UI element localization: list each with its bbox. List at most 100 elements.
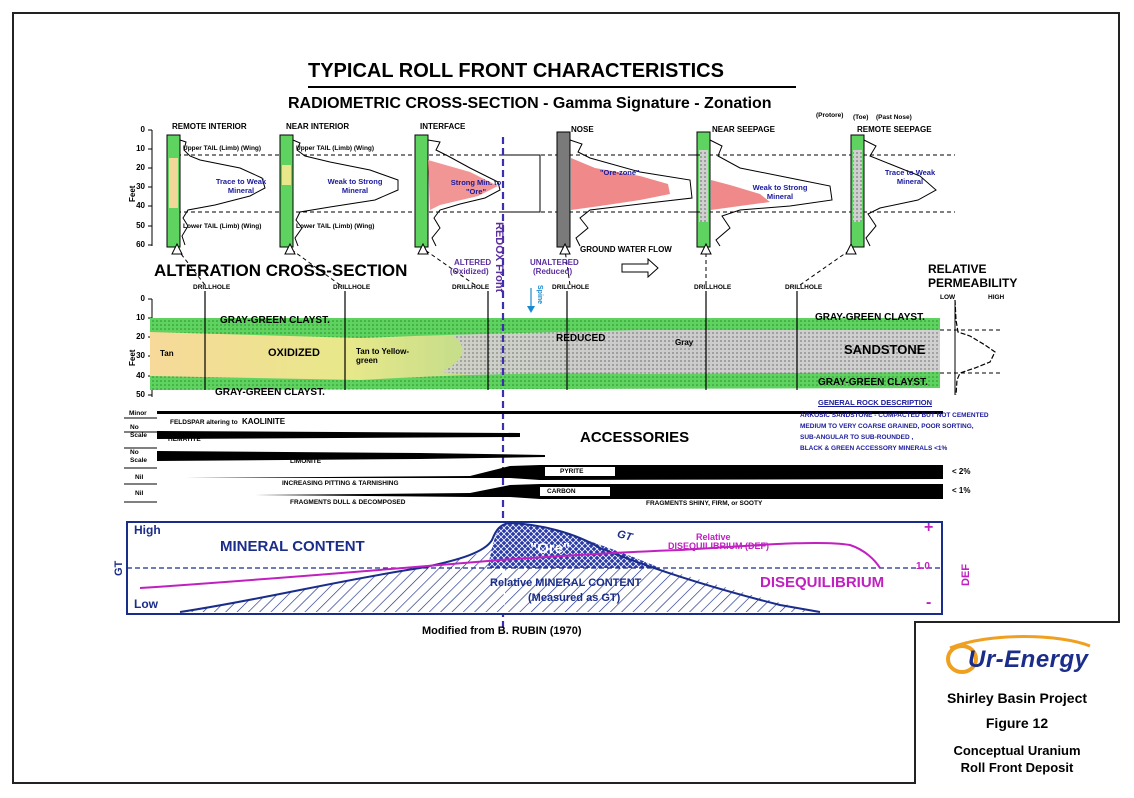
upper-tail-1: Upper TAIL (Limb) (Wing) bbox=[183, 145, 262, 152]
drillhole-label-6: DRILLHOLE bbox=[785, 284, 823, 291]
trace-to-weak-2-label: Trace to Weak Mineral bbox=[884, 168, 936, 186]
weak-to-strong-label: Weak to Strong Mineral bbox=[327, 177, 383, 195]
upper-tail-2: Upper TAIL (Limb) (Wing) bbox=[296, 145, 375, 152]
unaltered-label: UNALTERED bbox=[530, 258, 579, 267]
relative-def-label-2: DISEQUILIBRIUM (DEF) bbox=[668, 541, 769, 551]
redox-front-label: REDOX Front bbox=[493, 222, 505, 293]
relative-permeability-label: RELATIVE PERMEABILITY bbox=[928, 262, 1018, 290]
toe-label: (Toe) bbox=[853, 114, 869, 121]
def-axis-label: DEF bbox=[960, 564, 972, 586]
oxidized-paren-label: (Oxidized) bbox=[450, 267, 489, 276]
zone-remote-interior: REMOTE INTERIOR bbox=[172, 122, 247, 131]
alt-tick: 40 bbox=[136, 371, 145, 380]
sandstone-label: SANDSTONE bbox=[844, 342, 926, 357]
accessories-section bbox=[124, 411, 943, 503]
alt-tick: 50 bbox=[136, 390, 145, 399]
figure-title: TYPICAL ROLL FRONT CHARACTERISTICS bbox=[308, 60, 724, 82]
reduced-paren-label: (Reduced) bbox=[533, 267, 573, 276]
caption-line-1: Conceptual Uranium bbox=[953, 743, 1081, 758]
altered-label: ALTERED bbox=[454, 258, 492, 267]
no-scale-label-2: No Scale bbox=[130, 449, 147, 464]
figure-subtitle: RADIOMETRIC CROSS-SECTION - Gamma Signat… bbox=[288, 95, 772, 112]
rad-tick: 40 bbox=[136, 201, 145, 210]
def-plus-label: + bbox=[924, 519, 934, 536]
rad-tick: 50 bbox=[136, 221, 145, 230]
zone-nose: NOSE bbox=[571, 125, 594, 134]
weak-to-strong-2-label: Weak to Strong Mineral bbox=[752, 183, 808, 201]
reduced-zone-label: REDUCED bbox=[556, 333, 606, 344]
drillhole-label-2: DRILLHOLE bbox=[333, 284, 371, 291]
spine-label: Spine bbox=[536, 285, 543, 305]
minor-label: Minor bbox=[129, 410, 147, 417]
zone-near-interior: NEAR INTERIOR bbox=[286, 122, 350, 131]
ore-zone-label: "Ore-zone" bbox=[600, 168, 640, 177]
drillhole-label-3: DRILLHOLE bbox=[452, 284, 490, 291]
alt-tick: 20 bbox=[136, 332, 145, 341]
permeability-high: HIGH bbox=[988, 294, 1005, 301]
upper-claystone-right-label: GRAY-GREEN CLAYST. bbox=[815, 312, 925, 323]
rad-tick: 20 bbox=[136, 163, 145, 172]
rock-description-line: MEDIUM TO VERY COARSE GRAINED, POOR SORT… bbox=[800, 423, 974, 430]
mineral-content-label: MINERAL CONTENT bbox=[220, 538, 365, 555]
def-minus-label: - bbox=[926, 594, 932, 611]
kaolinite-label: KAOLINITE bbox=[242, 417, 286, 426]
alt-tick: 0 bbox=[140, 294, 145, 303]
strong-min-label: Strong Min. to "Ore" bbox=[450, 178, 502, 196]
drillhole-label-4: DRILLHOLE bbox=[552, 284, 590, 291]
title-underline bbox=[308, 86, 796, 88]
disequilibrium-label: DISEQUILIBRIUM bbox=[760, 574, 885, 591]
rock-description-line: BLACK & GREEN ACCESSORY MINERALS <1% bbox=[800, 445, 948, 452]
past-nose-label: (Past Nose) bbox=[876, 114, 912, 121]
gt-low-label: Low bbox=[134, 597, 158, 611]
lower-tail-1: Lower TAIL (Limb) (Wing) bbox=[183, 223, 262, 230]
zone-near-seepage: NEAR SEEPAGE bbox=[712, 125, 775, 134]
gt-axis-label: GT bbox=[113, 560, 125, 576]
lt-2-label: < 2% bbox=[952, 467, 971, 476]
protore-label: (Protore) bbox=[816, 112, 844, 119]
limonite-label: LIMONITE bbox=[290, 458, 322, 465]
zone-interface: INTERFACE bbox=[420, 122, 466, 131]
rock-description-heading: GENERAL ROCK DESCRIPTION bbox=[818, 398, 933, 407]
drillhole-label-1: DRILLHOLE bbox=[193, 284, 231, 291]
rock-description-line: SUB-ANGULAR TO SUB-ROUNDED , bbox=[800, 434, 914, 441]
fragments-dull-label: FRAGMENTS DULL & DECOMPOSED bbox=[290, 499, 406, 506]
caption-line-2: Roll Front Deposit bbox=[960, 760, 1074, 775]
nil-label-2: Nil bbox=[135, 490, 144, 497]
fragments-shiny-label: FRAGMENTS SHINY, FIRM, or SOOTY bbox=[646, 500, 763, 507]
carbon-label: CARBON bbox=[547, 488, 576, 495]
tan-label: Tan bbox=[160, 349, 174, 358]
trace-to-weak-label: Trace to Weak Mineral bbox=[215, 177, 267, 195]
gt-chart bbox=[126, 521, 943, 615]
radiometric-section bbox=[148, 129, 955, 286]
measured-as-gt-label: (Measured as GT) bbox=[528, 592, 621, 604]
rad-tick: 0 bbox=[140, 125, 145, 134]
drillhole-logs bbox=[166, 131, 937, 248]
alt-tick: 10 bbox=[136, 313, 145, 322]
permeability-low: LOW bbox=[940, 294, 956, 301]
gt-high-label: High bbox=[134, 523, 161, 537]
pyrite-label: PYRITE bbox=[560, 468, 584, 475]
lower-claystone-label: GRAY-GREEN CLAYST. bbox=[215, 387, 325, 398]
rad-tick: 60 bbox=[136, 240, 145, 249]
oxidized-zone-label: OXIDIZED bbox=[268, 347, 320, 359]
alteration-section bbox=[148, 288, 1002, 397]
relative-mineral-content-label: Relative MINERAL CONTENT bbox=[490, 577, 642, 589]
def-one-label: 1.0 bbox=[916, 561, 930, 572]
nil-label-1: Nil bbox=[135, 474, 144, 481]
zone-remote-seepage: REMOTE SEEPAGE bbox=[857, 125, 932, 134]
no-scale-label-1: No Scale bbox=[130, 424, 147, 439]
ground-water-flow-label: GROUND WATER FLOW bbox=[580, 245, 672, 254]
gray-label: Gray bbox=[675, 338, 694, 347]
alt-tick: 30 bbox=[136, 351, 145, 360]
credit-line: Modified from B. RUBIN (1970) bbox=[422, 625, 582, 637]
drillhole-label-5: DRILLHOLE bbox=[694, 284, 732, 291]
figure-frame bbox=[12, 12, 1120, 784]
feldspar-label: FELDSPAR altering to bbox=[170, 419, 238, 426]
brand-logo: Ur-Energy bbox=[968, 646, 1089, 673]
project-name: Shirley Basin Project bbox=[946, 690, 1088, 706]
tan-to-yellow-green-label: Tan to Yellow-green bbox=[356, 347, 410, 365]
relative-def-label-1: Relative bbox=[696, 532, 731, 542]
rock-description-line: ARKOSIC SANDSTONE - COMPACTED BUT NOT CE… bbox=[800, 412, 989, 419]
pitting-label: INCREASING PITTING & TARNISHING bbox=[282, 480, 399, 487]
ore-label: "Ore" bbox=[530, 540, 571, 557]
